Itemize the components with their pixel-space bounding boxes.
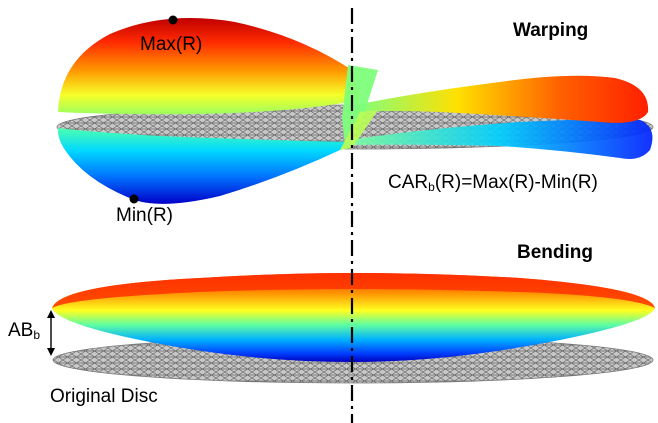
ab-label: ABb (8, 320, 40, 342)
warping-right-lobe (355, 75, 649, 123)
ab-label-prefix: AB (8, 320, 34, 341)
car-formula-suffix: (R)=Max(R)-Min(R) (434, 172, 598, 193)
car-formula: CARb(R)=Max(R)-Min(R) (388, 172, 598, 194)
warping-right-underside (348, 119, 653, 159)
max-label: Max(R) (140, 34, 203, 55)
max-point-marker (168, 15, 178, 25)
warping-left-upper-lobe (58, 18, 360, 115)
warping-twist-lower (340, 110, 378, 150)
original-disc-label: Original Disc (50, 386, 158, 407)
car-formula-prefix: CAR (388, 172, 429, 193)
car-formula-sub: b (428, 180, 435, 194)
ab-label-sub: b (33, 328, 41, 342)
warping-disc (56, 15, 654, 204)
bent-disc-rim (52, 273, 655, 308)
warping-title: Warping (513, 20, 589, 41)
min-label: Min(R) (116, 205, 173, 226)
bending-title: Bending (517, 242, 593, 263)
ab-arrow-head-top (47, 310, 55, 318)
bent-disc-bowl (52, 273, 655, 362)
warping-left-lower-lobe (57, 128, 351, 204)
ab-arrow-head-bottom (47, 348, 55, 356)
min-point-marker (129, 194, 139, 204)
